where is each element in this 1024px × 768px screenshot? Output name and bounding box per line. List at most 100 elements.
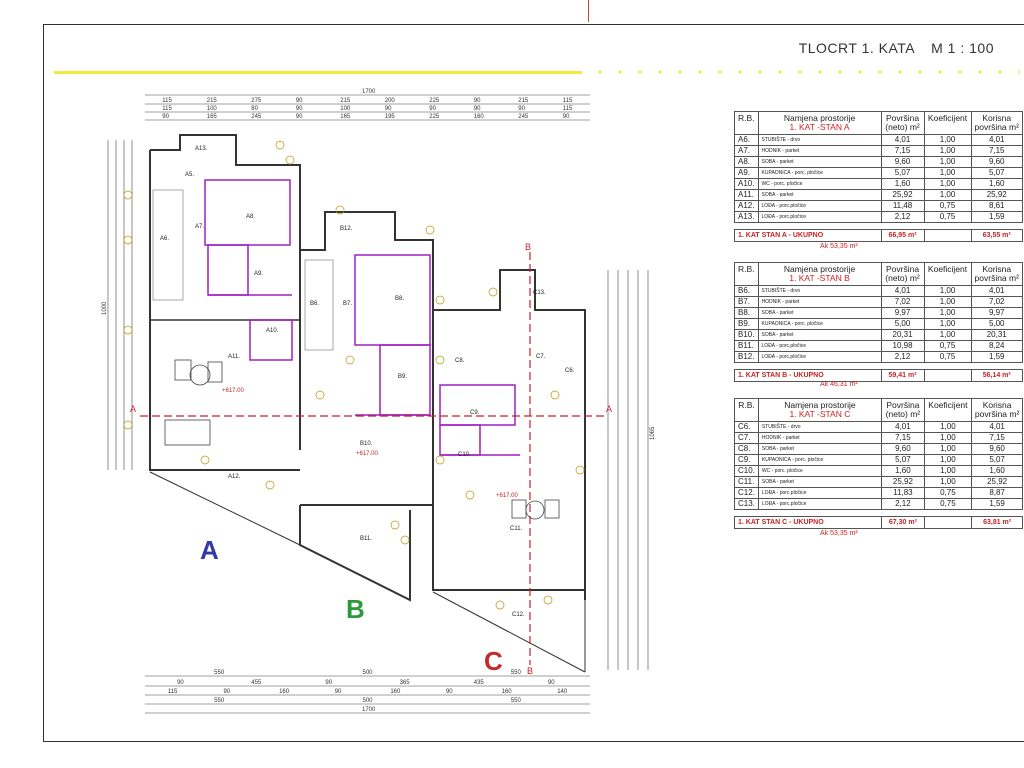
- bottom-row2-dim-1: 455: [251, 680, 262, 686]
- room-label-a12: A12.: [228, 474, 241, 480]
- cell-useful: 5,00: [970, 318, 1023, 330]
- top-row3-dim-4: 165: [340, 114, 351, 120]
- room-label-b6: B6.: [310, 301, 319, 307]
- cell-area: 2,12: [880, 211, 925, 223]
- cell-rb: A7.: [734, 145, 759, 157]
- table-spacer-row: [734, 509, 1023, 517]
- cell-rb: B8.: [734, 307, 759, 319]
- cell-coef: 1,00: [923, 156, 972, 168]
- cell-useful: 4,01: [970, 421, 1024, 433]
- top-row3-dim-2: 245: [251, 114, 262, 120]
- cell-rb: B6.: [734, 285, 759, 297]
- cell-useful: 5,07: [970, 167, 1023, 179]
- cell-area: 20,31: [880, 329, 925, 341]
- material-tag-circle: [345, 355, 355, 365]
- cell-rb: B9.: [734, 318, 759, 330]
- bottom-row2-dim-2: 90: [325, 680, 332, 686]
- room-label-a6: A6.: [160, 236, 169, 242]
- table-spacer-row: [734, 362, 1023, 370]
- cell-name: KUPAONICA - porc. pločice: [757, 318, 882, 330]
- col-useful-label-2: površina m²: [974, 409, 1020, 419]
- cell-area: 7,15: [880, 432, 925, 444]
- cell-coef: 1,00: [923, 432, 972, 444]
- cell-area: 5,00: [880, 318, 925, 330]
- cell-name: SOBA - parket: [757, 329, 882, 341]
- spacer-cell: [734, 222, 1023, 230]
- cell-useful: 8,24: [970, 340, 1023, 352]
- cell-name: LOĐA - porc.pločice: [757, 200, 882, 212]
- cell-name: WC - porc. pločice: [757, 465, 882, 477]
- cell-rb: C8.: [734, 443, 759, 455]
- top-row2-dim-4: 100: [340, 106, 351, 112]
- bottom-overall-dim: 1700: [362, 707, 376, 713]
- cell-coef: 1,00: [923, 134, 972, 146]
- bottom-row4-dim-2: 550: [511, 698, 522, 704]
- bottom-row2-dim-4: 435: [474, 680, 485, 686]
- col-name-label: Namjena prostorije: [783, 113, 856, 123]
- total-area: 59,41 m²: [880, 369, 925, 382]
- room-label-c6: C6.: [565, 368, 575, 374]
- cell-area: 5,07: [880, 167, 925, 179]
- cell-coef: 1,00: [923, 296, 972, 308]
- cell-name: HODNIK - parket: [757, 296, 882, 308]
- bottom-row2-dim-0: 90: [177, 680, 184, 686]
- col-area-label-2: (neto) m²: [885, 409, 921, 419]
- cell-rb: B11.: [734, 340, 759, 352]
- cell-area: 7,02: [880, 296, 925, 308]
- cell-useful: 9,60: [970, 156, 1023, 168]
- room-label-b7: B7.: [343, 301, 352, 307]
- cell-useful: 1,60: [970, 178, 1023, 190]
- material-tag-circle: [123, 325, 133, 335]
- top-row2-dim-2: 80: [251, 106, 258, 112]
- cell-coef: 1,00: [923, 178, 972, 190]
- top-row3-dim-6: 225: [429, 114, 440, 120]
- elevation-b: +617.00: [356, 451, 379, 457]
- cell-rb: A13.: [734, 211, 759, 223]
- cell-useful: 9,97: [970, 307, 1023, 319]
- top-row3-dim-0: 90: [162, 114, 169, 120]
- ak-stan-c: Ak 53,35 m²: [820, 530, 858, 537]
- cell-coef: 1,00: [923, 465, 972, 477]
- cell-rb: C7.: [734, 432, 759, 444]
- top-row2-dim-7: 90: [474, 106, 481, 112]
- total-label: 1. KAT STAN A - UKUPNO: [734, 229, 882, 242]
- col-area: Površina(neto) m²: [880, 398, 925, 422]
- cell-area: 9,60: [880, 443, 925, 455]
- bottom-row2-dim-3: 365: [400, 680, 411, 686]
- material-tag-circle: [285, 155, 295, 165]
- cell-rb: B12.: [734, 351, 759, 363]
- col-rb: R.B.: [734, 398, 759, 422]
- col-name-label: Namjena prostorije: [783, 264, 856, 274]
- total-coef-empty: [923, 516, 972, 529]
- cell-name: SOBA - parket: [757, 443, 882, 455]
- room-label-c12: C12.: [512, 612, 525, 618]
- cell-rb: C6.: [734, 421, 759, 433]
- cell-area: 9,97: [880, 307, 925, 319]
- room-label-b12: B12.: [340, 226, 353, 232]
- top-row2-dim-8: 90: [518, 106, 525, 112]
- col-useful-label-1: Korisna: [982, 400, 1012, 410]
- cell-area: 5,07: [880, 454, 925, 466]
- cell-coef: 1,00: [923, 167, 972, 179]
- cell-name: STUBIŠTE - drvo: [757, 134, 882, 146]
- cell-area: 1,60: [880, 178, 925, 190]
- total-label: 1. KAT STAN B - UKUPNO: [734, 369, 882, 382]
- top-row1-dim-3: 90: [296, 98, 303, 104]
- room-label-b8: B8.: [395, 296, 404, 302]
- cell-name: WC - porc. pločice: [757, 178, 882, 190]
- cell-useful: 7,15: [970, 432, 1024, 444]
- cell-name: SOBA - parket: [757, 307, 882, 319]
